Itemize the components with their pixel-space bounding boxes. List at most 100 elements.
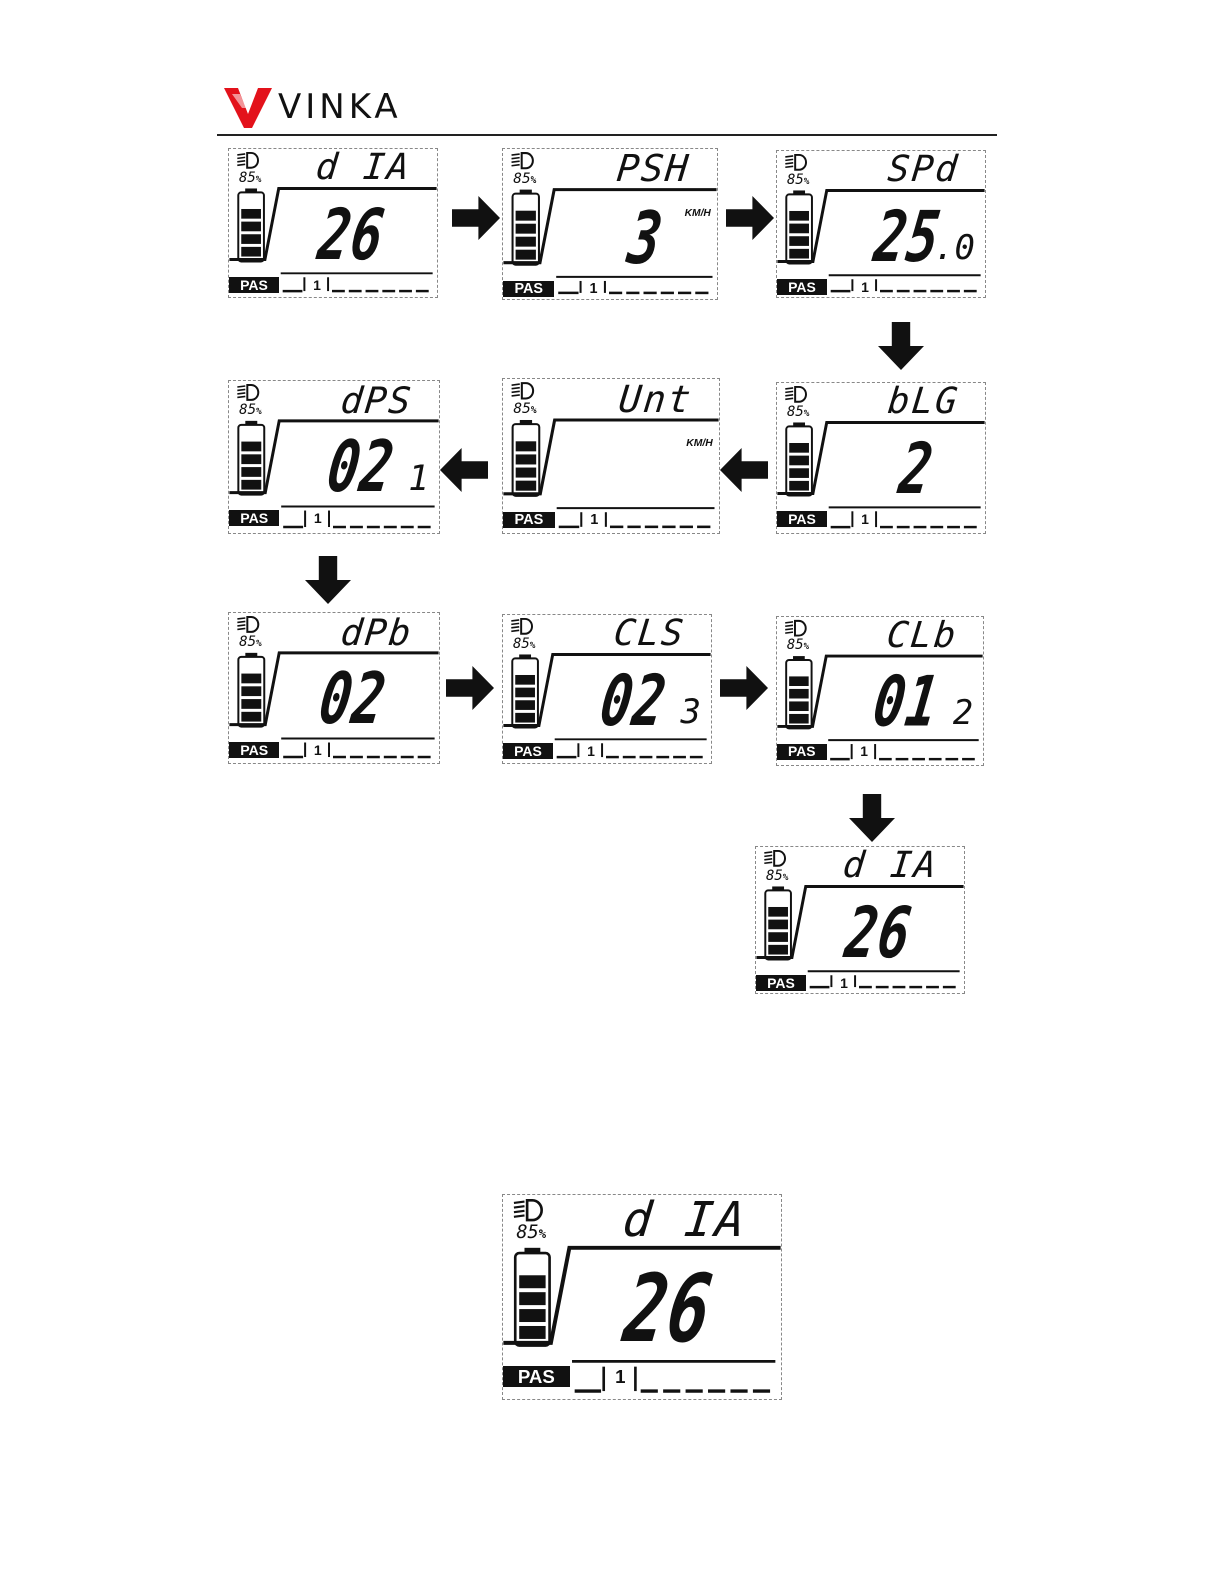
battery-segment <box>241 442 261 452</box>
battery-segment <box>241 222 261 232</box>
percent-sign: % <box>539 1227 546 1241</box>
battery-percent-value: 85 <box>787 172 804 188</box>
pas-label: PAS <box>503 281 554 297</box>
lcd-display-psh: 85%PSH3KM/HPAS1 <box>502 148 718 300</box>
battery-icon <box>515 1248 549 1346</box>
battery-icon <box>513 420 540 496</box>
parameter-code: d IA <box>620 1192 749 1248</box>
parameter-value: 26 <box>315 201 389 271</box>
headlight-icon <box>512 383 534 398</box>
headlight-icon <box>785 387 806 402</box>
pas-level-value: 1 <box>308 742 328 758</box>
battery-segment <box>519 1326 545 1339</box>
vinka-v-logo-icon <box>224 84 274 130</box>
battery-segment <box>516 441 536 451</box>
battery-segment <box>789 714 809 724</box>
battery-percent-value: 85 <box>766 868 783 884</box>
battery-percent: 85% <box>787 639 809 653</box>
battery-segment <box>516 250 536 260</box>
pas-level-value: 1 <box>854 744 874 760</box>
parameter-subvalue: .0 <box>934 231 975 265</box>
percent-sign: % <box>531 405 537 416</box>
battery-percent-value: 85 <box>787 404 804 420</box>
battery-segment <box>768 932 788 942</box>
pas-level-value: 1 <box>834 975 854 991</box>
arrow-right-icon <box>726 196 774 240</box>
pas-level-value: 1 <box>581 743 601 759</box>
battery-percent: 85% <box>516 1224 546 1243</box>
speed-unit: KM/H <box>685 209 711 219</box>
headlight-icon <box>237 617 258 632</box>
arrow-right-icon <box>720 666 768 710</box>
battery-segment <box>789 443 809 453</box>
parameter-code: CLS <box>612 613 687 654</box>
battery-segment <box>768 945 788 955</box>
battery-percent-value: 85 <box>513 636 530 652</box>
battery-percent: 85% <box>239 171 261 185</box>
battery-segment <box>516 454 536 464</box>
pas-label: PAS <box>229 742 279 758</box>
headlight-icon <box>511 619 532 634</box>
parameter-subvalue: 3 <box>681 695 701 729</box>
battery-segment <box>519 1275 545 1288</box>
brand-name: VINKA <box>278 87 402 127</box>
pas-level-value: 1 <box>307 277 327 293</box>
parameter-value: 01 <box>870 669 944 739</box>
parameter-value: 26 <box>618 1264 717 1358</box>
battery-icon <box>238 421 264 495</box>
percent-sign: % <box>783 873 788 883</box>
battery-icon <box>786 422 812 495</box>
pas-label: PAS <box>756 975 806 991</box>
battery-segment <box>241 712 261 722</box>
headlight-icon <box>785 621 806 636</box>
battery-icon <box>786 190 812 263</box>
battery-segment <box>516 237 536 247</box>
headlight-icon <box>764 851 785 866</box>
percent-sign: % <box>256 638 262 649</box>
battery-segment <box>768 907 788 917</box>
percent-sign: % <box>531 175 537 186</box>
pas-level-bars <box>557 508 715 527</box>
pas-level-value: 1 <box>855 279 875 295</box>
battery-segment <box>768 920 788 930</box>
battery-segment <box>789 468 809 478</box>
parameter-code: d IA <box>841 845 940 886</box>
parameter-value: 26 <box>842 899 916 969</box>
battery-segment <box>241 209 261 219</box>
percent-sign: % <box>530 641 535 651</box>
percent-sign: % <box>804 177 809 187</box>
battery-percent: 85% <box>513 637 535 651</box>
pas-level-bars <box>281 507 434 527</box>
battery-percent-value: 85 <box>513 401 530 417</box>
battery-percent: 85% <box>239 403 262 417</box>
battery-segment <box>519 1292 545 1305</box>
battery-segment <box>515 713 535 723</box>
battery-segment <box>515 688 535 698</box>
battery-percent-value: 85 <box>239 402 256 418</box>
lcd-display-spd: 85%SPd25.0PAS1 <box>776 150 986 298</box>
pas-label: PAS <box>503 1366 570 1387</box>
arrow-left-icon <box>720 448 768 492</box>
battery-segment <box>516 211 536 221</box>
arrow-right-icon <box>452 196 500 240</box>
parameter-code: d IA <box>314 147 413 188</box>
headlight-icon <box>237 385 258 400</box>
percent-sign: % <box>256 406 262 417</box>
battery-segment <box>241 674 261 684</box>
battery-segment <box>519 1309 545 1322</box>
parameter-code: dPS <box>339 379 415 422</box>
battery-segment <box>515 700 535 710</box>
pas-label: PAS <box>777 279 827 295</box>
battery-percent: 85% <box>513 172 536 186</box>
pas-level-bars <box>572 1361 775 1391</box>
parameter-value: 02 <box>315 665 390 736</box>
headlight-icon <box>514 1200 542 1220</box>
pas-level-bars <box>281 739 434 757</box>
battery-segment <box>241 467 261 477</box>
battery-segment <box>789 224 809 234</box>
pas-level-value: 1 <box>855 511 875 527</box>
